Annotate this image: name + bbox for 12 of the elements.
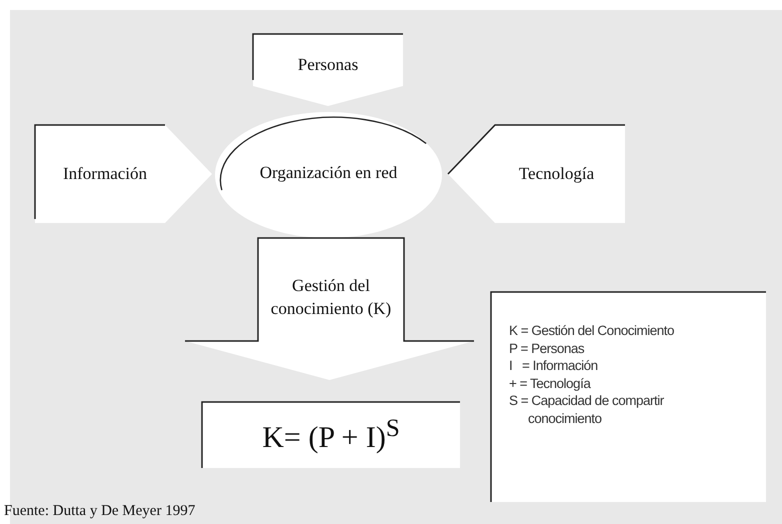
- legend-entry: + = Tecnología: [509, 374, 592, 392]
- formula: K= (P + I)$^{S}$: [262, 414, 400, 456]
- node-label: Tecnología: [518, 162, 594, 185]
- caption: Fuente: Dutta y De Meyer 1997: [4, 503, 196, 520]
- legend-entry: P = Personas: [509, 340, 586, 358]
- legend-entry: K = Gestión del Conocimiento: [509, 322, 675, 340]
- node-label: Organización en red: [260, 162, 398, 184]
- node-label: Información: [62, 162, 148, 185]
- node-label: Personas: [298, 54, 358, 76]
- node-label: Gestión del conocimiento (K): [270, 275, 392, 320]
- legend-entry: S = Capacidad de compartir conocimiento: [509, 392, 665, 428]
- legend-entry: I = Información: [509, 357, 599, 375]
